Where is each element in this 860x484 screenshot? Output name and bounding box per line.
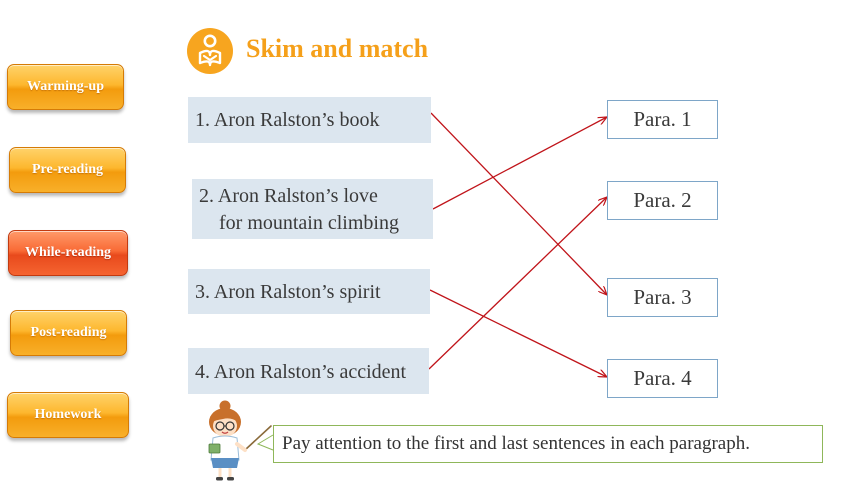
phrase-box-2[interactable]: 2. Aron Ralston’s love for mountain clim… [192,179,433,239]
nav-button-homework[interactable]: Homework [7,392,129,438]
phrase-text: 1. Aron Ralston’s book [195,109,380,131]
phrase-text: 3. Aron Ralston’s spirit [195,281,381,303]
phrase-box-3[interactable]: 3. Aron Ralston’s spirit [188,269,430,314]
phrase-text-line2: for mountain climbing [219,212,399,234]
page-title: Skim and match [246,34,429,63]
teacher-illustration [208,400,272,481]
para-box-2[interactable]: Para. 2 [607,181,718,220]
match-line-4-to-2 [428,197,607,370]
nav-button-pre-reading[interactable]: Pre-reading [9,147,126,193]
reading-person-icon [187,28,233,74]
phrase-box-1[interactable]: 1. Aron Ralston’s book [188,97,431,143]
match-line-2-to-1 [432,117,607,210]
nav-button-while-reading[interactable]: While-reading [8,230,128,276]
match-line-3-to-4 [429,289,607,377]
phrase-text: 4. Aron Ralston’s accident [195,361,407,383]
match-line-1-to-3 [430,112,607,295]
para-box-3[interactable]: Para. 3 [607,278,718,317]
tip-box: Pay attention to the first and last sent… [273,425,823,463]
nav-button-post-reading[interactable]: Post-reading [10,310,127,356]
para-box-4[interactable]: Para. 4 [607,359,718,398]
tip-text: Pay attention to the first and last sent… [282,433,750,454]
phrase-box-4[interactable]: 4. Aron Ralston’s accident [188,348,429,394]
para-box-1[interactable]: Para. 1 [607,100,718,139]
phrase-text: 2. Aron Ralston’s love [199,185,378,207]
nav-button-warming-up[interactable]: Warming-up [7,64,124,110]
